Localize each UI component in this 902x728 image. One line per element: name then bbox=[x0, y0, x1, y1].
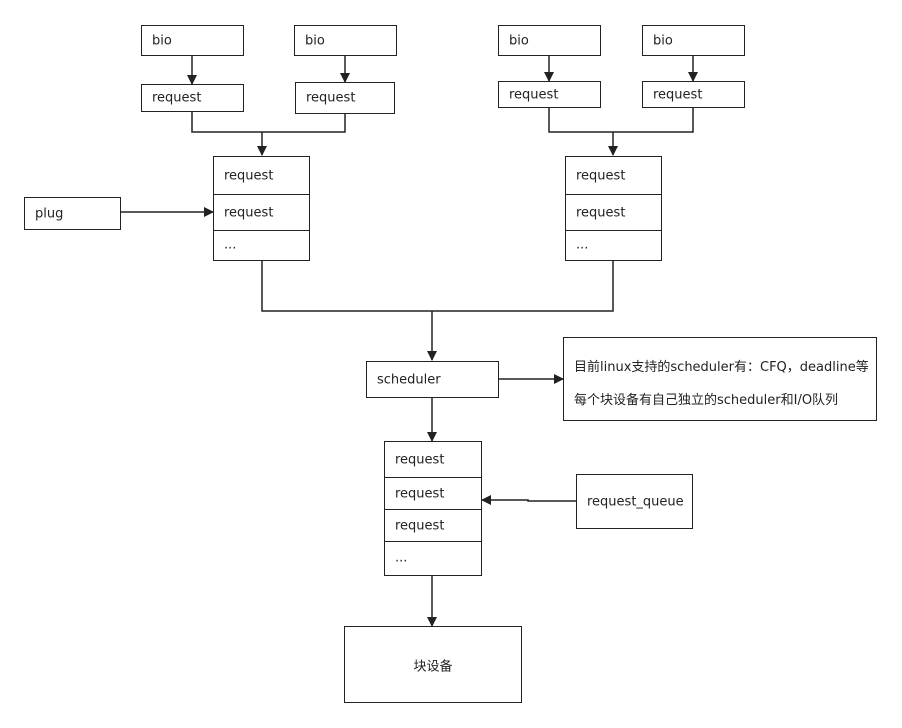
request-queue-label: request_queue bbox=[587, 494, 684, 509]
merge-line-left bbox=[191, 111, 346, 133]
request-label: request bbox=[653, 87, 703, 102]
queue-cell: ... bbox=[566, 231, 661, 259]
note-line-2: 每个块设备有自己独立的scheduler和I/O队列 bbox=[574, 393, 839, 408]
queue-cell-label: request bbox=[395, 518, 445, 533]
queue-cell: request bbox=[385, 510, 481, 542]
queue-cell-label: ... bbox=[576, 237, 589, 253]
bio-box: bio bbox=[141, 25, 244, 56]
request-queue-box: request_queue bbox=[576, 474, 693, 529]
request-box: request bbox=[498, 81, 601, 108]
queue-cell-label: request bbox=[576, 168, 626, 183]
merge-line-queues bbox=[261, 261, 614, 312]
bio-label: bio bbox=[152, 33, 172, 48]
plug-queue-right: request request ... bbox=[565, 156, 662, 261]
queue-cell-label: request bbox=[395, 452, 445, 467]
arrow-request-queue bbox=[481, 495, 576, 505]
request-box: request bbox=[141, 84, 244, 112]
queue-cell: request bbox=[566, 195, 661, 231]
request-label: request bbox=[152, 90, 202, 106]
bio-box: bio bbox=[294, 25, 397, 56]
block-device-box: 块设备 bbox=[344, 626, 522, 703]
queue-cell-label: request bbox=[395, 486, 445, 501]
queue-cell-label: ... bbox=[224, 237, 237, 253]
request-box: request bbox=[642, 81, 745, 108]
dispatch-queue: request request request ... bbox=[384, 441, 482, 576]
request-box: request bbox=[295, 82, 395, 114]
plug-label: plug bbox=[35, 206, 64, 221]
queue-cell: request bbox=[385, 478, 481, 510]
plug-queue-left: request request ... bbox=[213, 156, 310, 261]
scheduler-note: 目前linux支持的scheduler有：CFQ，deadline等 每个块设备… bbox=[563, 337, 877, 421]
request-label: request bbox=[509, 87, 559, 102]
queue-cell: request bbox=[214, 195, 309, 231]
bio-label: bio bbox=[305, 33, 325, 48]
queue-cell: ... bbox=[214, 231, 309, 259]
queue-cell: request bbox=[385, 442, 481, 478]
scheduler-box: scheduler bbox=[366, 361, 499, 398]
queue-cell-label: request bbox=[576, 205, 626, 220]
queue-cell-label: request bbox=[224, 205, 274, 220]
queue-cell-label: request bbox=[224, 168, 274, 183]
queue-cell: request bbox=[566, 157, 661, 195]
note-line-1: 目前linux支持的scheduler有：CFQ，deadline等 bbox=[574, 360, 869, 375]
queue-cell: ... bbox=[385, 542, 481, 574]
merge-line-right bbox=[548, 108, 694, 133]
bio-label: bio bbox=[509, 33, 529, 48]
block-device-label: 块设备 bbox=[413, 659, 453, 674]
bio-box: bio bbox=[642, 25, 745, 56]
bio-box: bio bbox=[498, 25, 601, 56]
bio-label: bio bbox=[653, 33, 673, 48]
request-label: request bbox=[306, 90, 356, 106]
queue-cell: request bbox=[214, 157, 309, 195]
plug-box: plug bbox=[24, 197, 121, 230]
queue-cell-label: ... bbox=[395, 550, 408, 566]
scheduler-label: scheduler bbox=[377, 372, 441, 387]
